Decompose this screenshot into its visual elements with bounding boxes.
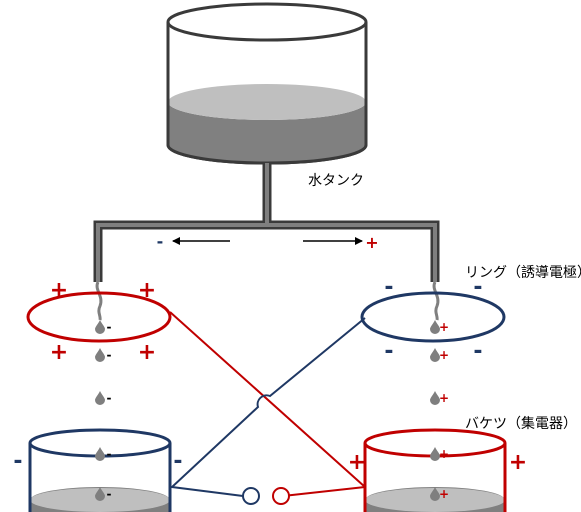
right-ring-charge: - (384, 339, 393, 364)
right-bucket-charge: + (348, 450, 366, 475)
right-bucket (363, 428, 507, 512)
right-ring-charge: - (384, 275, 393, 300)
pipe-system (93, 163, 440, 282)
left-ring-charge: + (50, 340, 68, 365)
wire-left-ring-to-right-bucket (169, 311, 368, 497)
droplet-charge: - (107, 447, 112, 461)
right-bucket-charge: + (509, 450, 527, 475)
water-droplet (430, 320, 440, 334)
left-ring-charge: + (138, 278, 156, 303)
left-bucket (28, 428, 172, 512)
droplet-charge: + (439, 447, 449, 461)
tank-label: 水タンク (308, 173, 364, 189)
water-tank (166, 2, 368, 165)
droplet-charge: + (439, 320, 449, 334)
right-droplet-column: + + + + + (430, 320, 449, 501)
left-terminal (242, 487, 260, 505)
droplet-charge: + (439, 391, 449, 405)
right-arrow-sign: + (365, 233, 378, 252)
water-droplet (430, 487, 440, 501)
left-nozzle-stream (95, 281, 103, 321)
left-ring-charge: + (50, 278, 68, 303)
right-terminal (272, 487, 290, 505)
water-droplet (430, 348, 440, 362)
water-droplet (95, 348, 105, 362)
water-droplet (95, 320, 105, 334)
right-ring-charge: - (473, 339, 482, 364)
ring-label: リング（誘導電極） (465, 265, 581, 281)
left-droplet-column: - - - - - (95, 320, 112, 501)
water-droplet (95, 391, 105, 405)
water-droplet (95, 447, 105, 461)
left-bucket-charge: - (173, 449, 182, 474)
droplet-charge: + (439, 487, 449, 501)
water-droplet (430, 391, 440, 405)
left-ring (26, 291, 172, 343)
bucket-label: バケツ（集電器） (465, 416, 577, 432)
left-ring-charge: + (138, 340, 156, 365)
right-nozzle-stream (432, 281, 440, 321)
right-ring (360, 291, 506, 343)
droplet-charge: - (107, 487, 112, 501)
left-bucket-charge: - (13, 449, 22, 474)
droplet-charge: - (107, 391, 112, 405)
water-droplet (95, 487, 105, 501)
droplet-charge: - (107, 348, 112, 362)
right-ring-charge: - (473, 275, 482, 300)
water-droplet (430, 447, 440, 461)
left-arrow-sign: - (157, 232, 164, 251)
wire-right-ring-to-left-bucket (169, 317, 366, 497)
droplet-charge: - (107, 320, 112, 334)
droplet-charge: + (439, 348, 449, 362)
